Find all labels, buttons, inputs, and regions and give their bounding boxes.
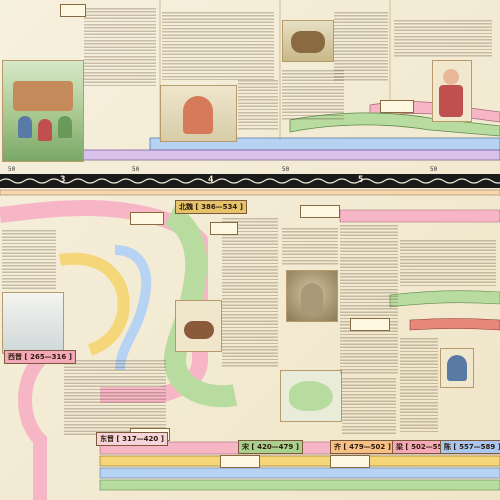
timeline-major-tick: 5 bbox=[358, 175, 364, 185]
text-block bbox=[282, 70, 344, 120]
label-pill bbox=[130, 212, 164, 225]
text-block bbox=[84, 8, 156, 88]
label-pill bbox=[350, 318, 390, 331]
flow-yellow bbox=[59, 252, 130, 356]
flow-blue bbox=[114, 245, 152, 371]
ribbon-blue-upper bbox=[149, 137, 500, 151]
timeline-underband bbox=[0, 189, 500, 196]
ribbon-green-upper bbox=[289, 112, 500, 137]
text-block bbox=[222, 218, 278, 368]
text-block bbox=[64, 360, 166, 436]
scene-buddha-grotto bbox=[286, 270, 338, 322]
dynasty-label-xijin: 西晋 [ 265—316 ] bbox=[4, 350, 76, 364]
dynasty-label-song: 宋 [ 420—479 ] bbox=[238, 440, 303, 454]
flow-green-right bbox=[389, 290, 500, 308]
label-pill bbox=[220, 455, 260, 468]
timeline-major-tick: 3 bbox=[60, 175, 66, 185]
scene-horse-rider bbox=[175, 300, 222, 352]
text-block bbox=[400, 240, 496, 288]
scene-warrior bbox=[432, 60, 472, 122]
dynasty-label-dongjin: 东晋 [ 317—420 ] bbox=[96, 432, 168, 446]
dynasty-label-beiwei: 北魏 [ 386—534 ] bbox=[175, 200, 247, 214]
ribbon-purple-upper bbox=[79, 149, 500, 161]
timeline-minor-tick: 50 bbox=[8, 166, 16, 173]
bottom-band-green bbox=[99, 479, 500, 491]
timeline-major-tick: 4 bbox=[208, 175, 214, 185]
flow-pink-right bbox=[339, 209, 500, 223]
text-block bbox=[340, 225, 398, 375]
bottom-band-yellow bbox=[99, 455, 500, 467]
flow-red-right bbox=[409, 318, 500, 331]
label-pill bbox=[300, 205, 340, 218]
scene-figure-gesturing bbox=[160, 85, 237, 142]
timeline-minor-tick: 50 bbox=[430, 166, 438, 173]
timeline-band bbox=[0, 174, 500, 188]
label-pill bbox=[330, 455, 370, 468]
label-pill bbox=[60, 4, 86, 17]
text-block bbox=[394, 20, 492, 58]
scene-seated-scholar bbox=[440, 348, 474, 388]
scene-garden-gathering bbox=[2, 60, 84, 162]
text-block bbox=[334, 12, 388, 82]
label-pill bbox=[210, 222, 238, 235]
text-block bbox=[342, 378, 396, 434]
timeline-wave bbox=[0, 178, 500, 184]
dynasty-label-chen: 陈 [ 557—589 ] bbox=[440, 440, 500, 454]
scene-camel-traveler bbox=[282, 20, 334, 62]
bottom-band-blue bbox=[99, 467, 500, 479]
dynasty-label-qi: 齐 [ 479—502 ] bbox=[330, 440, 395, 454]
text-block bbox=[282, 228, 338, 266]
text-block bbox=[2, 230, 56, 290]
label-pill bbox=[380, 100, 414, 113]
timeline-minor-tick: 50 bbox=[132, 166, 140, 173]
scene-map-region bbox=[280, 370, 342, 422]
timeline-minor-tick: 50 bbox=[282, 166, 290, 173]
flow-pink-left-curve bbox=[18, 355, 47, 500]
text-block bbox=[238, 80, 278, 130]
scene-snowy-landscape bbox=[2, 292, 64, 354]
text-block bbox=[400, 338, 438, 434]
text-block bbox=[162, 12, 274, 80]
